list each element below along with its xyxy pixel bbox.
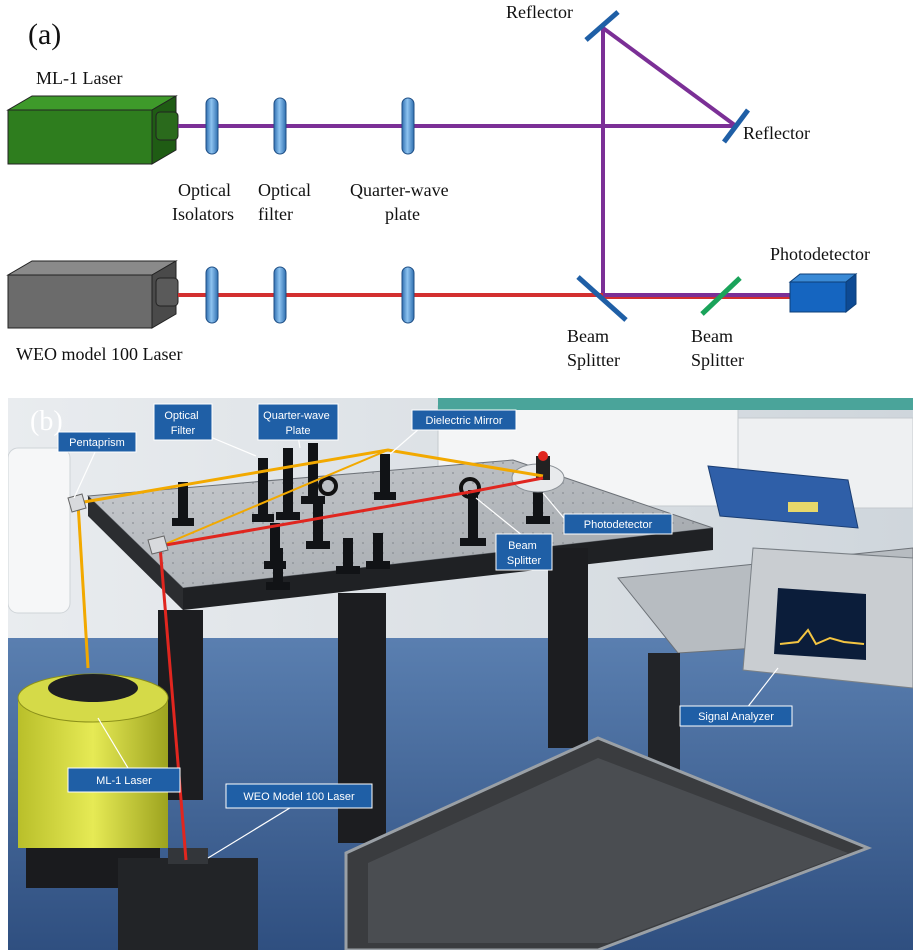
reflector-right-label: Reflector [743,123,810,143]
beam-splitter-mount [459,477,481,499]
yellow-beam-down [76,502,90,669]
red-beam-down [158,545,188,861]
beam-splitter-1 [576,275,628,322]
prism-mirror [147,535,169,555]
quarter-wave-lens-bottom [401,266,415,324]
reflector-top-label: Reflector [506,2,573,22]
reflector-right [722,108,750,144]
panel-a-label: (a) [28,18,61,51]
optical-isolator-lens-bottom [205,266,219,324]
optical-mounts [172,443,550,590]
optical-isolators-label: Optical Isolators [172,180,235,224]
bench-top-teal [438,398,913,410]
callout-quarter-wave: Quarter-wave Plate [257,403,339,441]
svg-text:Photodetector: Photodetector [584,519,653,531]
ring-mount [318,476,338,496]
beam-splitter-2 [700,276,742,316]
reflector-top [584,10,620,42]
callout-ml1-laser: ML-1 Laser [67,767,181,793]
weo-laser-label: WEO model 100 Laser [16,344,182,364]
callout-photodetector: Photodetector [563,513,673,535]
svg-text:Signal Analyzer: Signal Analyzer [698,711,774,723]
svg-text:WEO Model 100 Laser: WEO Model 100 Laser [243,791,355,803]
svg-text:Dielectric Mirror: Dielectric Mirror [426,415,503,427]
pentaprism [67,493,87,513]
ml1-laser-box [6,95,179,165]
ml1-laser-label: ML-1 Laser [36,68,122,88]
callout-signal-analyzer: Signal Analyzer [679,705,793,727]
photodetector-label: Photodetector [770,244,870,264]
panel-b-label: (b) [30,406,63,437]
signal-analyzer-screen [774,588,866,660]
weo-laser-box [6,260,179,329]
weo-laser-device [118,858,258,950]
svg-text:Beam Splitter: Beam Splitter [507,540,542,567]
svg-text:Quarter-wave Plate: Quarter-wave Plate [263,410,333,437]
beam-splitter-2-label: Beam Splitter [691,326,744,370]
svg-text:ML-1 Laser: ML-1 Laser [96,775,152,787]
quarter-wave-label: Quarter-wave plate [350,180,453,224]
optical-isolator-lens-top [205,97,219,155]
quarter-wave-lens-top [401,97,415,155]
white-appliance [8,447,71,614]
optical-filter-lens-bottom [273,266,287,324]
callout-optical-filter: Optical Filter [153,403,213,441]
callout-beam-splitter: Beam Splitter [495,533,553,571]
optical-filter-lens-top [273,97,287,155]
beam-splitter-1-label: Beam Splitter [567,326,620,370]
purple-beam-diagonal [601,26,738,128]
red-beam-table [159,490,471,548]
svg-text:Optical Filter: Optical Filter [164,410,201,437]
schematic-panel-a: (a) ML-1 Laser WEO model 100 Laser [6,2,870,370]
callout-pentaprism: Pentaprism [57,431,137,453]
callout-dielectric-mirror: Dielectric Mirror [411,409,517,431]
callout-leaders [73,427,779,859]
optical-table-side-left [88,496,183,610]
blue-instrument [707,465,859,529]
photodetector-box [788,272,858,314]
optical-filter-label: Optical filter [258,180,315,224]
svg-text:Pentaprism: Pentaprism [69,437,125,449]
callout-weo-laser: WEO Model 100 Laser [225,783,373,809]
photo-panel-b: Optical Filter Quarter-wave Plate Dielec… [8,398,913,950]
table-leg-front-right [548,548,588,748]
